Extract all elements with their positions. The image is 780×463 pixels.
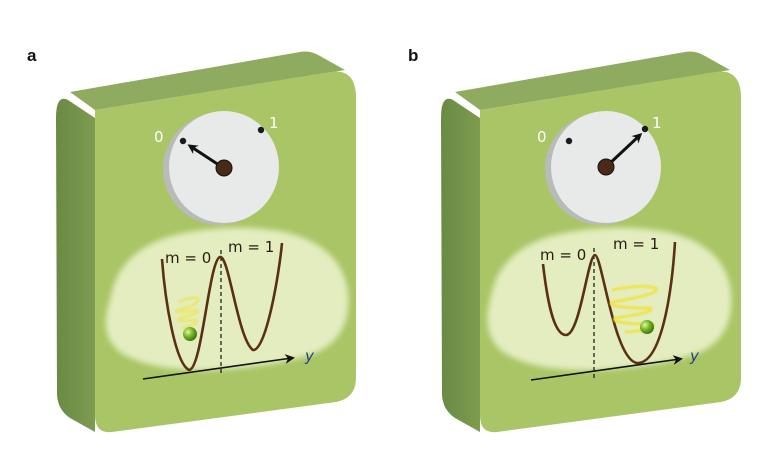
potential-cloud: [487, 227, 732, 371]
dial-label-0: 0: [154, 128, 164, 146]
dial-label-1: 1: [269, 114, 279, 132]
block-side: [56, 98, 95, 433]
dial-label-0: 0: [537, 128, 547, 146]
dial-pointer: [605, 132, 643, 168]
double-well-curve: [160, 242, 284, 372]
dial: 0 1: [154, 111, 279, 225]
y-axis-arrow: [530, 355, 683, 381]
double-well-plot: y m = 0 m = 1: [530, 235, 700, 381]
particle: [640, 320, 654, 334]
block-top: [70, 51, 345, 110]
double-well-curve: [541, 241, 677, 365]
well-label-m1: m = 1: [228, 238, 274, 256]
dial: 0 1: [537, 111, 662, 225]
particle: [183, 327, 197, 341]
dial-mark-0: [565, 137, 573, 145]
panel-label-a: a: [27, 46, 37, 65]
dial-label-1: 1: [652, 114, 662, 132]
panel-b: 0 1 y m = 0 m = 1: [441, 51, 741, 433]
well-label-m0: m = 0: [540, 246, 586, 264]
dial-hub: [597, 158, 615, 176]
well-label-m0: m = 0: [165, 249, 211, 267]
potential-cloud: [105, 227, 349, 371]
dial-mark-0: [179, 137, 187, 145]
y-axis-arrow: [142, 354, 295, 380]
y-axis-label: y: [304, 347, 315, 365]
well-label-m1: m = 1: [613, 235, 659, 253]
block-top: [455, 51, 730, 110]
panel-label-b: b: [408, 46, 419, 65]
dial-pointer: [187, 144, 223, 169]
dial-mark-1: [257, 126, 265, 134]
block-side: [441, 98, 480, 433]
dial-hub: [215, 159, 233, 177]
panel-a: 0 1 y m = 0 m = 1: [56, 51, 356, 433]
dial-mark-1: [641, 125, 649, 133]
double-well-plot: y m = 0 m = 1: [142, 238, 315, 380]
y-axis-label: y: [689, 347, 700, 365]
excitation-squiggle: [174, 295, 200, 330]
